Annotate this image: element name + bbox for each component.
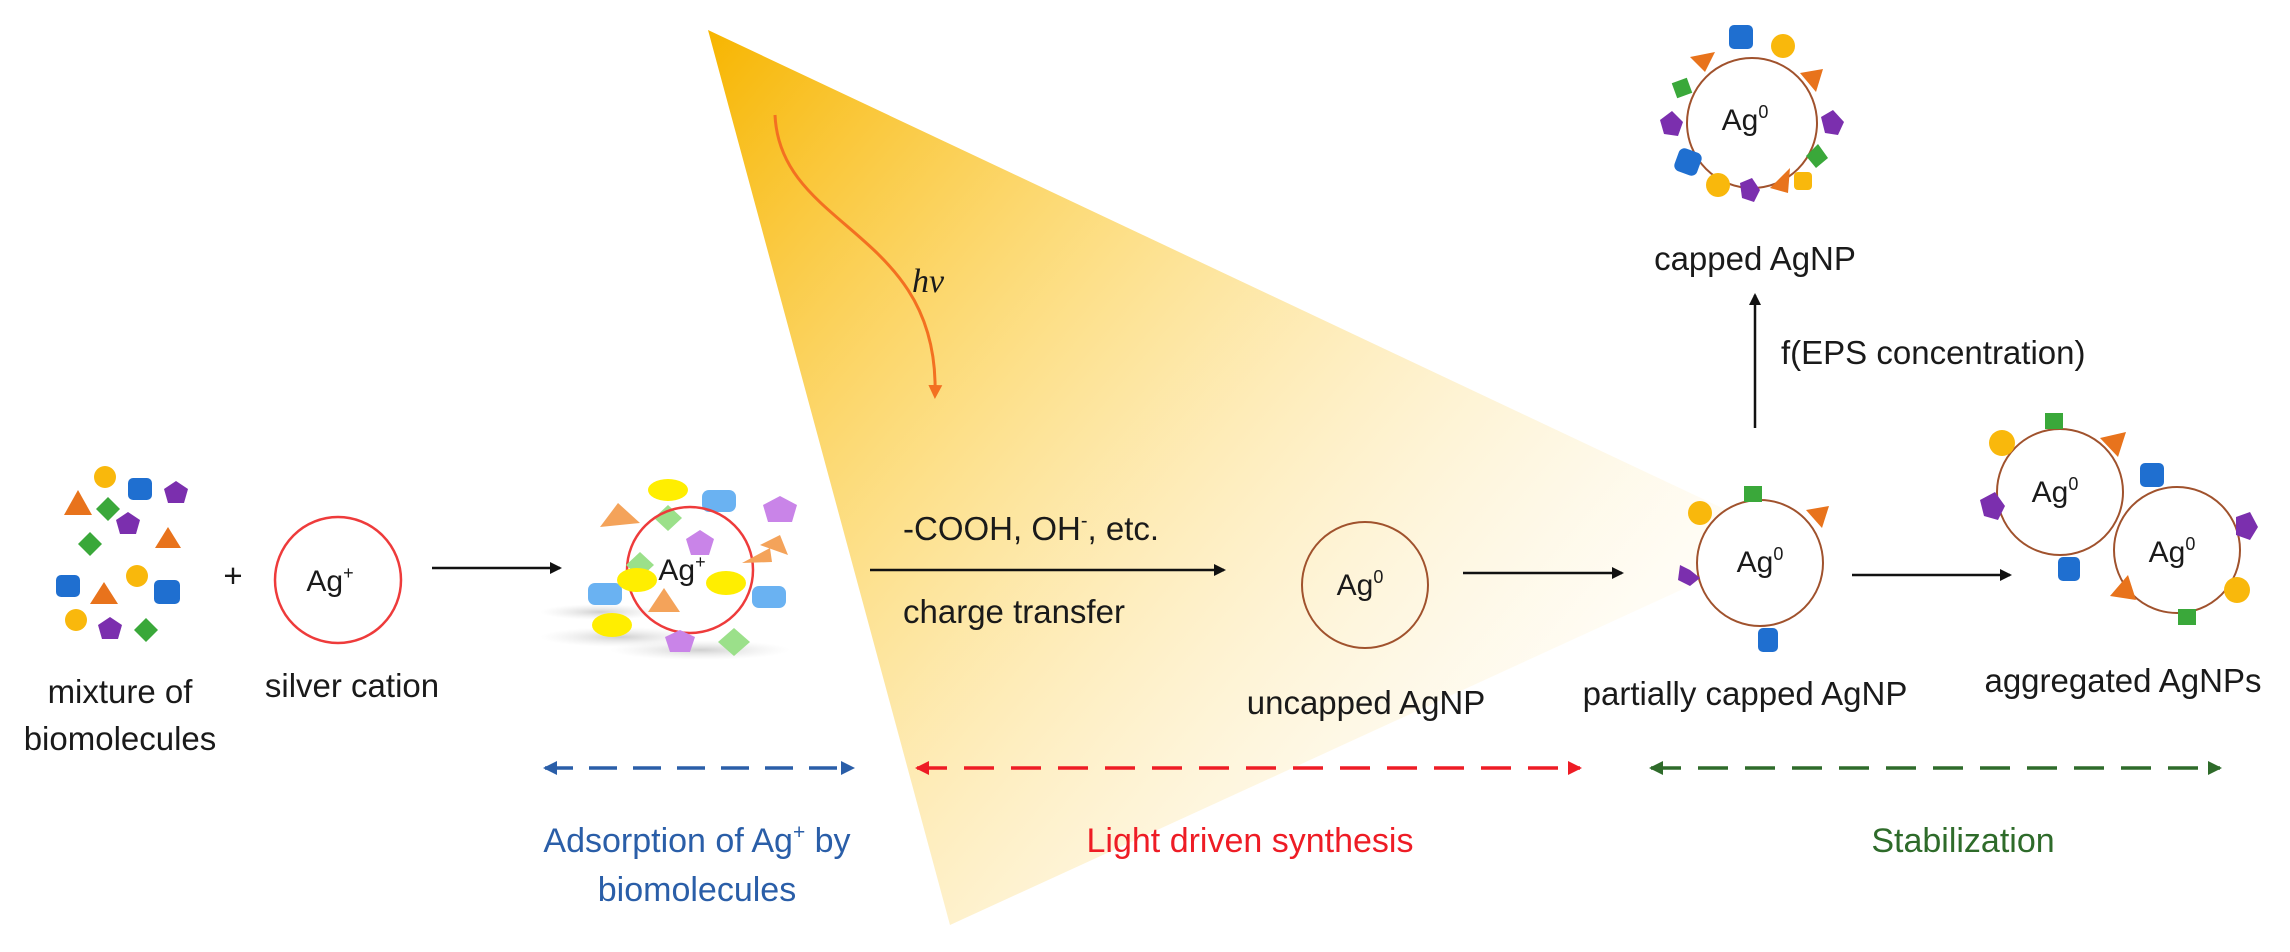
stabilization-phase-label: Stabilization xyxy=(1871,822,2054,860)
eps-concentration-label: f(EPS concentration) xyxy=(1781,334,2085,371)
adsorption-phase-label-line2: biomolecules xyxy=(598,871,796,909)
photon-label: hν xyxy=(912,263,945,300)
aggregated-agnps-icon xyxy=(1980,413,2258,625)
capped-agnp-symbol: Ag0 xyxy=(1722,102,1769,137)
partially-capped-agnp-icon xyxy=(1678,486,1829,652)
plus-sign: + xyxy=(223,557,242,594)
adsorbed-cation-symbol: Ag+ xyxy=(658,552,705,587)
capped-agnp-label: capped AgNP xyxy=(1654,240,1856,277)
silver-cation-label: silver cation xyxy=(265,667,439,704)
uncapped-agnp-label: uncapped AgNP xyxy=(1247,684,1486,721)
aggregated-agnp-symbol-1: Ag0 xyxy=(2032,474,2079,509)
silver-cation-symbol: Ag+ xyxy=(306,563,353,598)
light-driven-phase-label: Light driven synthesis xyxy=(1087,822,1414,860)
partially-capped-agnp-label: partially capped AgNP xyxy=(1583,675,1908,712)
silver-cation-circle xyxy=(273,515,403,645)
adsorbed-complex-icon xyxy=(540,479,797,660)
biomolecule-mixture-icon xyxy=(56,466,188,642)
partially-capped-agnp-symbol: Ag0 xyxy=(1737,544,1784,579)
capped-agnp-icon xyxy=(1660,25,1844,202)
light-beam xyxy=(708,30,1790,925)
photon-arrow xyxy=(773,114,943,399)
uncapped-agnp-circle xyxy=(1301,521,1429,649)
charge-transfer-label: charge transfer xyxy=(903,593,1125,630)
uncapped-agnp-symbol: Ag0 xyxy=(1337,567,1384,602)
functional-groups-label: -COOH, OH-, etc. xyxy=(903,510,1159,547)
aggregated-agnps-label: aggregated AgNPs xyxy=(1984,662,2261,699)
aggregated-agnp-symbol-2: Ag0 xyxy=(2149,534,2196,569)
adsorption-phase-label-line1: Adsorption of Ag+ by xyxy=(543,821,850,860)
mixture-label-line1: mixture of xyxy=(48,673,194,710)
mixture-label-line2: biomolecules xyxy=(24,720,217,757)
